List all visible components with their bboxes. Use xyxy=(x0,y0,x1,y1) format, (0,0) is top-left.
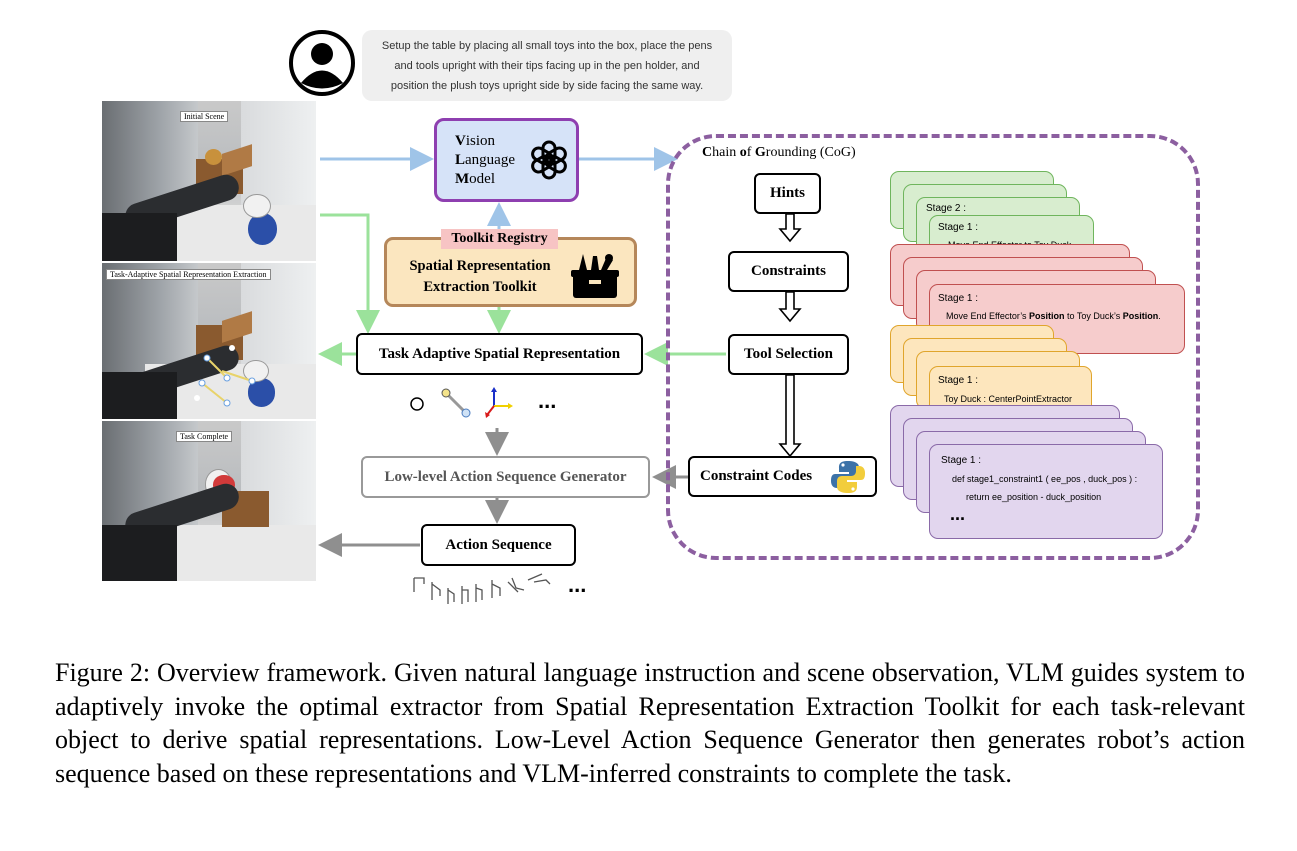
constraint-codes-box: Constraint Codes xyxy=(688,456,877,497)
vlm-label-line: Language xyxy=(455,152,515,168)
task-adaptive-box: Task Adaptive Spatial Representation xyxy=(356,333,643,375)
vector-icon xyxy=(440,387,474,426)
vlm-label-line: Vision xyxy=(455,133,496,149)
toolkit-title-line: Spatial Representation xyxy=(409,258,551,274)
hints-box: Hints xyxy=(754,173,821,214)
toolkit-title-line: Extraction Toolkit xyxy=(423,279,537,295)
initial-scene-photo: Initial Scene xyxy=(102,101,316,261)
toolkit-registry-badge: Toolkit Registry xyxy=(441,229,558,249)
task-complete-photo: Task Complete xyxy=(102,421,316,581)
card-ellipsis: ... xyxy=(950,504,966,524)
stage-label: Stage 1 : xyxy=(938,293,979,304)
code-line: def stage1_constraint1 ( ee_pos , duck_p… xyxy=(952,474,1138,484)
point-icon xyxy=(408,395,426,418)
card-content: Toy Duck : CenterPointExtractor xyxy=(944,394,1073,404)
instruction-bubble: Setup the table by placing all small toy… xyxy=(362,30,732,101)
stage-label: Stage 2 : xyxy=(926,203,967,214)
purple-card-front: Stage 1 : def stage1_constraint1 ( ee_po… xyxy=(929,444,1163,539)
vlm-box: Vision Language Model xyxy=(434,118,579,202)
flow-arrows xyxy=(318,147,802,557)
toolbox-icon xyxy=(569,250,621,302)
constraints-box: Constraints xyxy=(728,251,849,292)
representation-ellipsis: ... xyxy=(538,388,557,413)
trajectory-ellipsis: ... xyxy=(568,572,587,597)
gripper-trajectory-icon xyxy=(408,570,568,615)
card-content: Move End Effector’s Position to Toy Duck… xyxy=(946,311,1161,321)
instruction-line: and tools upright with their tips facing… xyxy=(394,60,700,72)
axes-icon xyxy=(484,386,520,427)
vlm-label-line: Model xyxy=(455,171,495,187)
user-avatar-icon xyxy=(289,30,355,96)
cog-title: Chain of Grounding (CoG) xyxy=(702,145,856,160)
low-level-generator-box: Low-level Action Sequence Generator xyxy=(361,456,650,498)
python-logo-icon xyxy=(829,459,867,500)
code-line: return ee_position - duck_position xyxy=(966,492,1102,502)
spatial-markers xyxy=(194,345,256,407)
stage-label: Stage 1 : xyxy=(938,222,979,233)
openai-logo-icon xyxy=(525,136,573,184)
scene-label: Task Complete xyxy=(176,431,233,442)
cog-frame xyxy=(666,134,1200,560)
instruction-line: Setup the table by placing all small toy… xyxy=(381,40,713,52)
tool-selection-box: Tool Selection xyxy=(728,334,849,375)
figure-caption: Figure 2: Overview framework. Given natu… xyxy=(55,658,1245,788)
extraction-scene-photo: Task-Adaptive Spatial Representation Ext… xyxy=(102,263,316,419)
action-sequence-box: Action Sequence xyxy=(421,524,576,566)
stage-label: Stage 1 : xyxy=(941,455,982,466)
scene-label: Initial Scene xyxy=(180,111,229,122)
constraint-codes-label: Constraint Codes xyxy=(700,468,813,484)
stage-label: Stage 1 : xyxy=(938,375,979,386)
instruction-line: position the plush toys upright side by … xyxy=(390,80,704,92)
scene-label: Task-Adaptive Spatial Representation Ext… xyxy=(106,269,271,280)
